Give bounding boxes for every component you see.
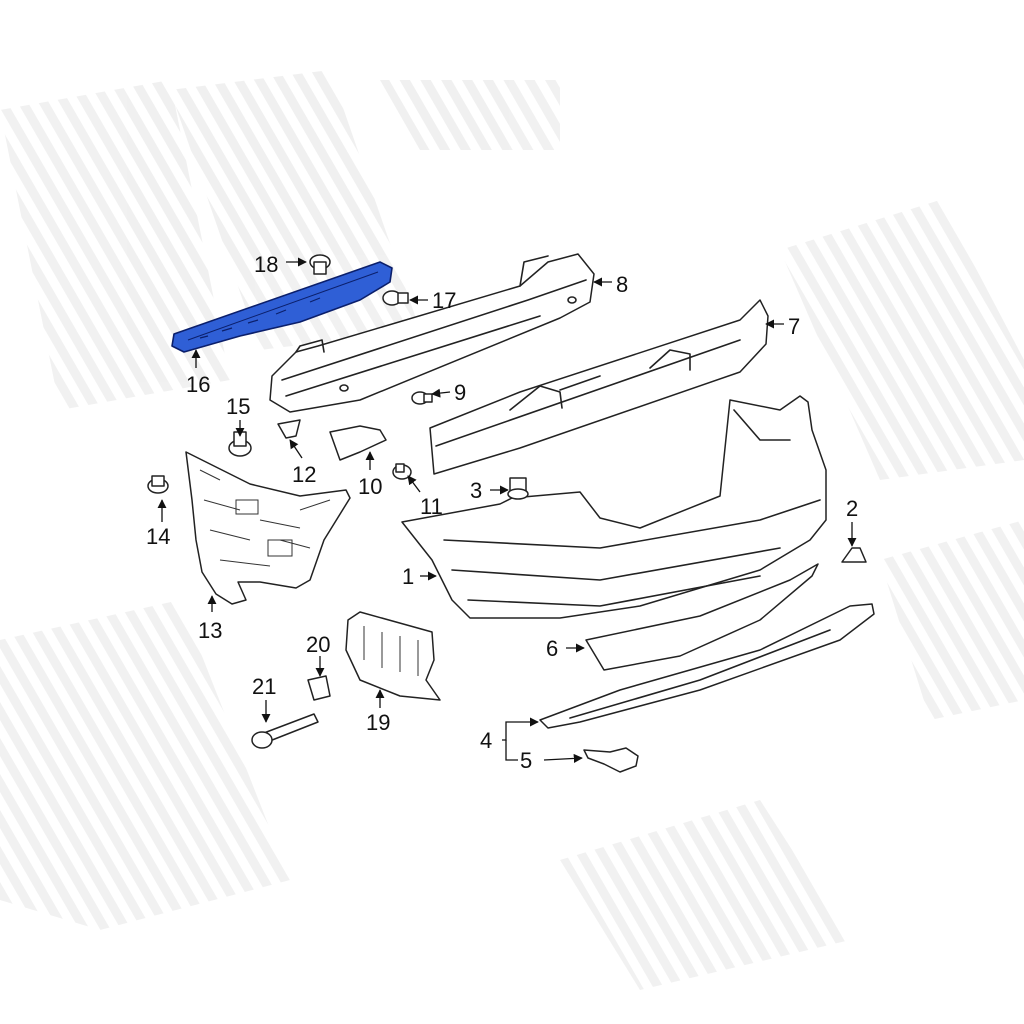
part-13-side-bracket[interactable]	[185, 451, 351, 605]
callout-1: 1	[402, 564, 414, 589]
callout-13: 13	[198, 618, 222, 643]
callout-12: 12	[292, 462, 316, 487]
callout-21: 21	[252, 674, 276, 699]
callout-6: 6	[546, 636, 558, 661]
callout-4: 4	[480, 728, 492, 753]
watermark	[0, 70, 1024, 990]
callout-11: 11	[420, 494, 443, 519]
callout-labels: 18 17 8 7 16 9 15 12 10 11 3 2 14 1 13 6…	[146, 252, 858, 773]
callout-16: 16	[186, 372, 210, 397]
part-2-clip[interactable]	[841, 547, 867, 563]
part-10-bracket[interactable]	[329, 425, 387, 461]
part-5-bracket[interactable]	[583, 747, 639, 773]
part-14-fastener[interactable]	[147, 475, 169, 494]
callout-3: 3	[470, 478, 482, 503]
callout-7: 7	[788, 314, 800, 339]
callout-17: 17	[432, 288, 456, 313]
callout-2: 2	[846, 496, 858, 521]
part-19-shield[interactable]	[345, 611, 441, 701]
part-4-valance[interactable]	[539, 603, 875, 729]
part-12-fastener[interactable]	[277, 419, 301, 439]
callout-8: 8	[616, 272, 628, 297]
part-21-bolt[interactable]	[251, 713, 319, 749]
part-11-fastener[interactable]	[392, 463, 412, 480]
part-3-fastener[interactable]	[507, 477, 529, 500]
part-7-energy-absorber[interactable]	[429, 299, 769, 475]
leader-lines	[157, 257, 857, 763]
callout-19: 19	[366, 710, 390, 735]
callout-9: 9	[454, 380, 466, 405]
part-18-fastener[interactable]	[309, 254, 331, 275]
callout-14: 14	[146, 524, 170, 549]
fasteners	[147, 254, 867, 563]
callout-15: 15	[226, 394, 250, 419]
part-17-fastener[interactable]	[382, 290, 409, 306]
part-9-fastener[interactable]	[411, 391, 433, 405]
callout-5: 5	[520, 748, 532, 773]
part-1-bumper-cover[interactable]	[401, 395, 827, 619]
part-6-lower-trim[interactable]	[585, 563, 819, 671]
callout-10: 10	[358, 474, 382, 499]
part-16-reinforcement[interactable]	[171, 261, 393, 353]
callout-18: 18	[254, 252, 278, 277]
part-8-impact-bar[interactable]	[269, 253, 595, 413]
callout-20: 20	[306, 632, 330, 657]
part-20-clip[interactable]	[307, 675, 331, 701]
